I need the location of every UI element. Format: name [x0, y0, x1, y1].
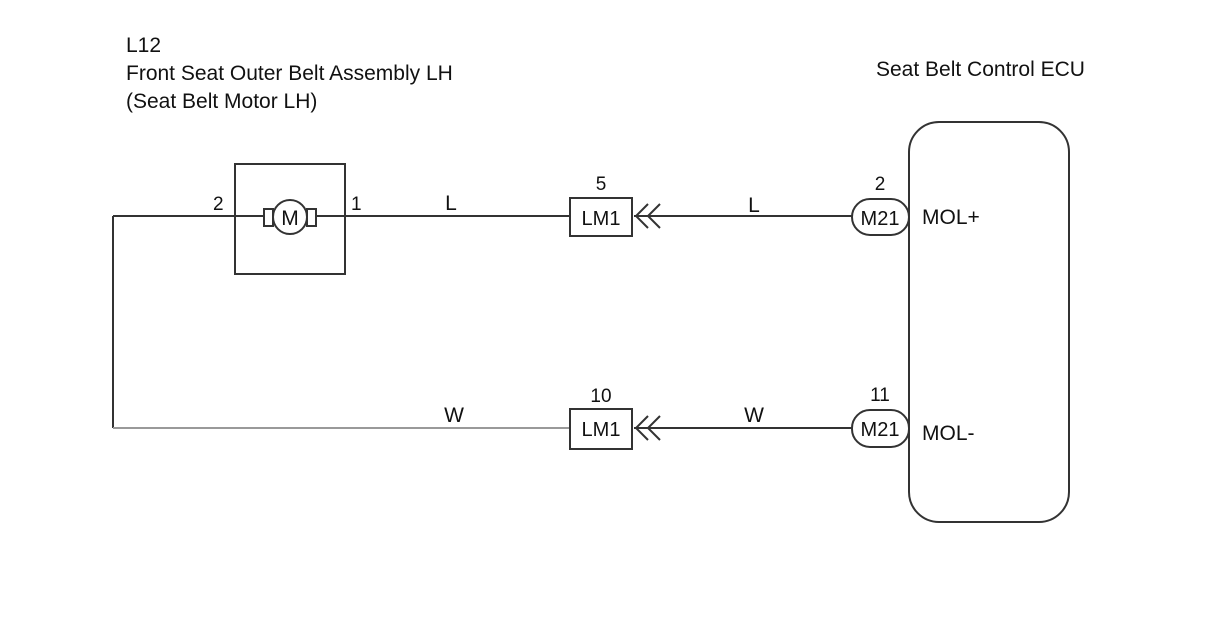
- motor-symbol: M: [281, 207, 299, 230]
- wire-color-label: L: [445, 192, 457, 215]
- ecu-title: Seat Belt Control ECU: [876, 58, 1085, 81]
- wires: [112, 215, 852, 429]
- ecu-connector-label: M21: [861, 208, 900, 230]
- ecu-pin-number: 11: [870, 385, 890, 406]
- component-subname: (Seat Belt Motor LH): [126, 90, 317, 113]
- junction-connector: LM1: [569, 197, 633, 237]
- motor-pin-right: 1: [351, 194, 362, 215]
- motor-pin-left: 2: [213, 194, 224, 215]
- wire-color-label: W: [744, 404, 764, 427]
- connector-chevron-icon: [634, 203, 661, 229]
- wire-color-label: W: [444, 404, 464, 427]
- component-name: Front Seat Outer Belt Assembly LH: [126, 62, 453, 85]
- wire-color-label: L: [748, 194, 760, 217]
- motor-icon: M: [263, 199, 317, 235]
- motor-box: [234, 163, 346, 275]
- ecu-connector: M21: [851, 409, 910, 448]
- ecu-pin-number: 2: [875, 174, 886, 195]
- junction-connector-label: LM1: [582, 208, 621, 230]
- ecu-terminal-label: MOL-: [922, 422, 975, 445]
- component-code: L12: [126, 34, 161, 57]
- junction-pin-number: 5: [596, 174, 607, 195]
- junction-pin-number: 10: [590, 386, 611, 407]
- junction-connector-label: LM1: [582, 419, 621, 441]
- ecu-connector-label: M21: [861, 419, 900, 441]
- ecu-terminal-label: MOL+: [922, 206, 980, 229]
- junction-connector: LM1: [569, 408, 633, 450]
- connector-chevron-icon: [634, 415, 661, 441]
- ecu-box: [908, 121, 1070, 523]
- ecu-connector: M21: [851, 198, 910, 236]
